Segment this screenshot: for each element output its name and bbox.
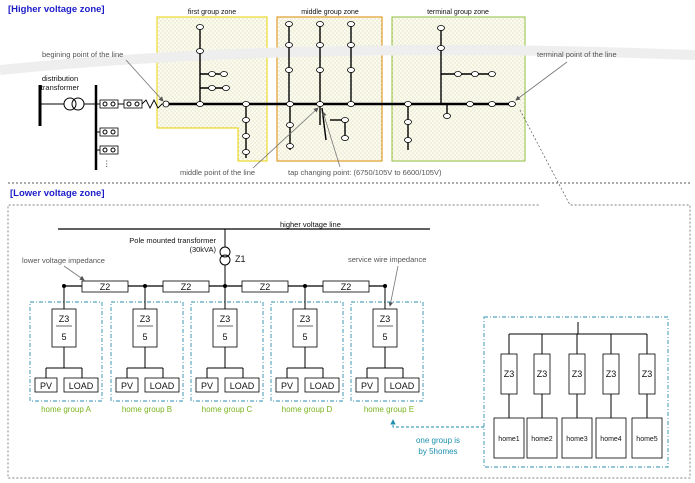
svg-text:5: 5 bbox=[142, 332, 147, 342]
home-group-c: Z3 5 PV LOAD bbox=[190, 286, 264, 402]
transformer-label-2: transformer bbox=[41, 83, 80, 92]
home-group-a: Z3 5 PV LOAD bbox=[29, 286, 103, 402]
pole-transformer-label-2: (30kVA) bbox=[189, 245, 216, 254]
home1-z3-label: Z3 bbox=[504, 369, 515, 379]
five-homes-detail bbox=[483, 316, 669, 468]
home-group-b-label: home group B bbox=[122, 405, 172, 414]
svg-text:PV: PV bbox=[121, 381, 133, 391]
z1-label: Z1 bbox=[235, 254, 246, 264]
z2-label-3: Z2 bbox=[260, 282, 271, 292]
svg-text:Z3: Z3 bbox=[140, 314, 151, 324]
line-impedance bbox=[141, 98, 166, 110]
home5-label: home5 bbox=[636, 436, 658, 443]
svg-text:Z3: Z3 bbox=[380, 314, 391, 324]
lower-voltage-zone-title: [Lower voltage zone] bbox=[10, 188, 104, 199]
first-group-zone-label: first group zone bbox=[188, 9, 236, 16]
middle-group-branches bbox=[288, 22, 352, 150]
home3-label: home3 bbox=[566, 436, 588, 443]
svg-text:LOAD: LOAD bbox=[150, 381, 175, 391]
service-wire-impedance-label: service wire impedance bbox=[348, 255, 426, 264]
home3-z3-label: Z3 bbox=[572, 369, 583, 379]
higher-voltage-zone-title: [Higher voltage zone] bbox=[8, 4, 105, 15]
higher-voltage-line-label: higher voltage line bbox=[280, 220, 341, 229]
terminal-group-branches bbox=[407, 26, 490, 150]
svg-text:5: 5 bbox=[302, 332, 307, 342]
svg-text:PV: PV bbox=[201, 381, 213, 391]
middle-group-zone-label: middle group zone bbox=[301, 9, 359, 16]
note-line-1: one group is bbox=[416, 436, 460, 445]
svg-text:PV: PV bbox=[281, 381, 293, 391]
terminal-group-zone-box bbox=[391, 16, 526, 162]
z2-label-4: Z2 bbox=[341, 282, 352, 292]
z2-impedances bbox=[81, 280, 370, 293]
svg-text:Z3: Z3 bbox=[300, 314, 311, 324]
tap-changing-point-label: tap changing point: (6750/105V to 6600/1… bbox=[288, 168, 442, 177]
middle-point-label: middle point of the line bbox=[180, 168, 255, 177]
svg-text:LOAD: LOAD bbox=[230, 381, 255, 391]
svg-text:Z3: Z3 bbox=[220, 314, 231, 324]
zoom-outline bbox=[7, 109, 691, 479]
svg-text:LOAD: LOAD bbox=[310, 381, 335, 391]
z2-label-1: Z2 bbox=[100, 282, 111, 292]
transformer-coil-2 bbox=[71, 97, 85, 111]
svg-text:PV: PV bbox=[361, 381, 373, 391]
svg-text:5: 5 bbox=[382, 332, 387, 342]
more-feeders-ellipsis: ⋮ bbox=[103, 159, 111, 168]
lower-voltage-impedance-label: lower voltage impedance bbox=[22, 256, 105, 265]
home5-z3-label: Z3 bbox=[642, 369, 653, 379]
terminal-group-zone-label: terminal group zone bbox=[427, 9, 489, 16]
home-group-d: Z3 5 PV LOAD bbox=[270, 286, 344, 402]
home2-z3-label: Z3 bbox=[537, 369, 548, 379]
home-group-c-label: home group C bbox=[202, 405, 253, 414]
transformer-coil-1 bbox=[63, 97, 77, 111]
svg-text:PV: PV bbox=[40, 381, 52, 391]
svg-text:5: 5 bbox=[222, 332, 227, 342]
home-group-e: Z3 5 PV LOAD bbox=[350, 286, 424, 402]
home-group-e-label: home group E bbox=[364, 405, 414, 414]
svg-text:Z3: Z3 bbox=[59, 314, 70, 324]
home4-label: home4 bbox=[600, 436, 622, 443]
pole-transformer-label-1: Pole mounted transformer bbox=[129, 236, 216, 245]
svg-text:5: 5 bbox=[61, 332, 66, 342]
home-group-a-label: home group A bbox=[41, 405, 91, 414]
terminal-point-label: terminal point of the line bbox=[537, 50, 617, 59]
home-group-d-label: home group D bbox=[282, 405, 333, 414]
svg-text:LOAD: LOAD bbox=[69, 381, 94, 391]
home2-label: home2 bbox=[531, 436, 553, 443]
home1-label: home1 bbox=[498, 436, 520, 443]
home-group-b: Z3 5 PV LOAD bbox=[110, 286, 184, 402]
decorative-arc bbox=[0, 45, 695, 75]
pole-transformer-coil-1 bbox=[219, 246, 231, 258]
home4-z3-label: Z3 bbox=[606, 369, 617, 379]
begining-point-label: begining point of the line bbox=[42, 50, 123, 59]
note-arrow bbox=[390, 419, 484, 428]
svg-text:LOAD: LOAD bbox=[390, 381, 415, 391]
transformer-label-1: distribution bbox=[42, 74, 78, 83]
z2-label-2: Z2 bbox=[181, 282, 192, 292]
middle-group-zone-box bbox=[276, 16, 383, 162]
note-line-2: by 5homes bbox=[418, 447, 457, 456]
